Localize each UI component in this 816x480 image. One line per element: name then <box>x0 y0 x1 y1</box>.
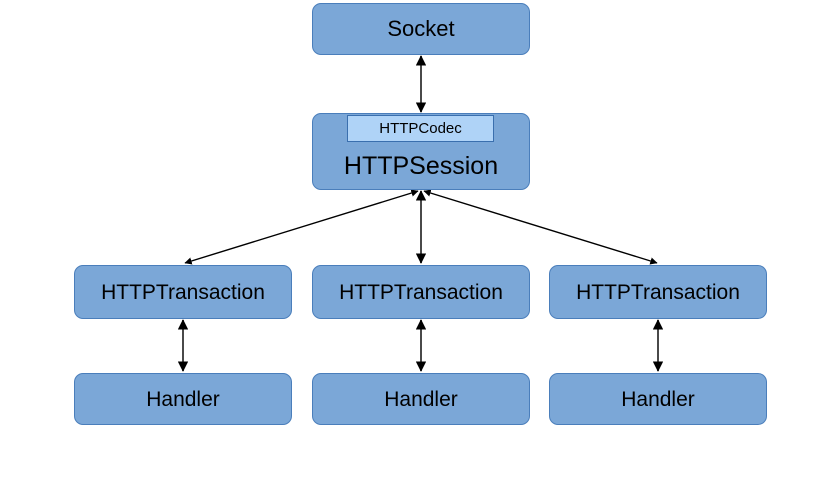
node-handler-left[interactable]: Handler <box>74 373 292 425</box>
node-httpsession[interactable]: HTTPSession <box>312 113 530 190</box>
edge-session-transaction-right <box>423 189 658 265</box>
node-handler-right[interactable]: Handler <box>549 373 767 425</box>
node-httptransaction-left[interactable]: HTTPTransaction <box>74 265 292 319</box>
node-socket[interactable]: Socket <box>312 3 530 55</box>
node-httptransaction-right[interactable]: HTTPTransaction <box>549 265 767 319</box>
node-handler-middle[interactable]: Handler <box>312 373 530 425</box>
node-httptransaction-middle[interactable]: HTTPTransaction <box>312 265 530 319</box>
edge-session-transaction-left <box>184 189 419 265</box>
node-httpcodec[interactable]: HTTPCodec <box>347 115 494 142</box>
